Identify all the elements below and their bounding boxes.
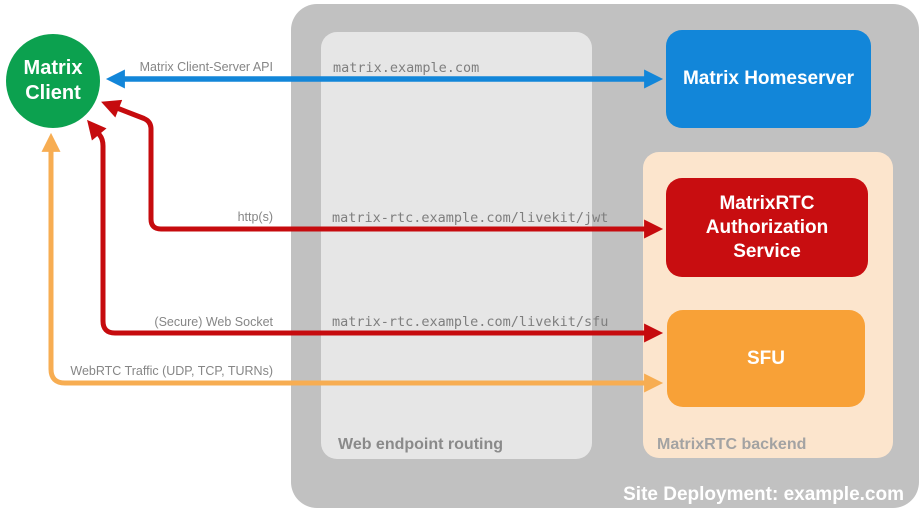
endpoint-livekit-sfu: matrix-rtc.example.com/livekit/sfu <box>332 314 609 330</box>
matrix-client-label: Matrix Client <box>23 57 83 104</box>
matrix-homeserver-node: Matrix Homeserver <box>666 30 871 128</box>
matrixrtc-authorization-service-label: MatrixRTC Authorization Service <box>705 192 829 262</box>
matrixrtc-backend-caption: MatrixRTC backend <box>657 436 807 453</box>
matrixrtc-authorization-service-node: MatrixRTC Authorization Service <box>666 178 868 277</box>
client-server-api-label: Matrix Client-Server API <box>139 60 273 74</box>
site-deployment-caption: Site Deployment: example.com <box>623 484 904 505</box>
webrtc-traffic-label: WebRTC Traffic (UDP, TCP, TURNs) <box>70 364 273 378</box>
web-endpoint-routing-caption: Web endpoint routing <box>338 436 504 453</box>
sfu-node: SFU <box>667 310 865 407</box>
web-endpoint-routing-panel <box>321 32 592 459</box>
sfu-label: SFU <box>747 347 785 369</box>
https-label: http(s) <box>237 210 273 224</box>
web-socket-label: (Secure) Web Socket <box>154 315 273 329</box>
matrix-client-node: Matrix Client <box>6 34 100 128</box>
matrix-homeserver-label: Matrix Homeserver <box>682 68 855 89</box>
endpoint-livekit-jwt: matrix-rtc.example.com/livekit/jwt <box>332 210 609 226</box>
endpoint-matrix-example-com: matrix.example.com <box>333 60 480 76</box>
